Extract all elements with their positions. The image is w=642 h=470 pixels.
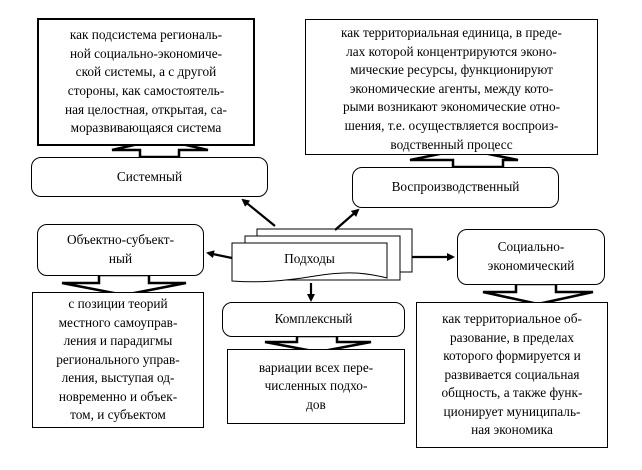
reproductive-description-box: как территориальная единица, в преде- ла… — [305, 19, 598, 155]
object-subject-description: с позиции теорий местного самоуправ- лен… — [56, 295, 180, 423]
approach-socio-economic: Социально- экономический — [457, 229, 605, 285]
block-arrow-socio-economic-down — [482, 282, 594, 306]
complex-description-box: вариации всех пере- численных подхо- дов — [227, 349, 405, 424]
center-node: Подходы — [232, 243, 387, 275]
approach-object-subject: Объектно-субъект- ный — [37, 224, 204, 276]
approach-complex-label: Комплексный — [274, 311, 353, 327]
socio-economic-description-box: как территориальное об- разование, в пре… — [416, 302, 608, 448]
systemic-description: как подсистема региональ- ной социально-… — [65, 27, 227, 136]
block-arrow-object-subject-down — [61, 273, 187, 297]
arrow-to-object-subject — [206, 250, 233, 260]
approach-systemic: Системный — [31, 157, 268, 197]
approach-socio-economic-label: Социально- экономический — [487, 239, 575, 273]
systemic-description-box: как подсистема региональ- ной социально-… — [37, 18, 255, 146]
approach-object-subject-label: Объектно-субъект- ный — [66, 232, 175, 266]
approach-systemic-label: Системный — [116, 168, 183, 184]
approach-reproductive-label: Воспроизводственный — [391, 179, 520, 195]
socio-economic-description: как территориальное об- разование, в пре… — [441, 310, 583, 438]
reproductive-description: как территориальная единица, в преде- ла… — [341, 25, 562, 152]
approach-reproductive: Воспроизводственный — [352, 167, 559, 208]
arrow-to-reproductive — [334, 208, 360, 231]
center-label: Подходы — [284, 250, 335, 266]
object-subject-description-box: с позиции теорий местного самоуправ- лен… — [32, 292, 204, 428]
complex-description: вариации всех пере- численных подхо- дов — [258, 359, 374, 412]
block-arrow-complex-down — [264, 334, 372, 354]
approach-complex: Комплексный — [222, 302, 405, 337]
arrow-to-systemic — [241, 198, 276, 227]
